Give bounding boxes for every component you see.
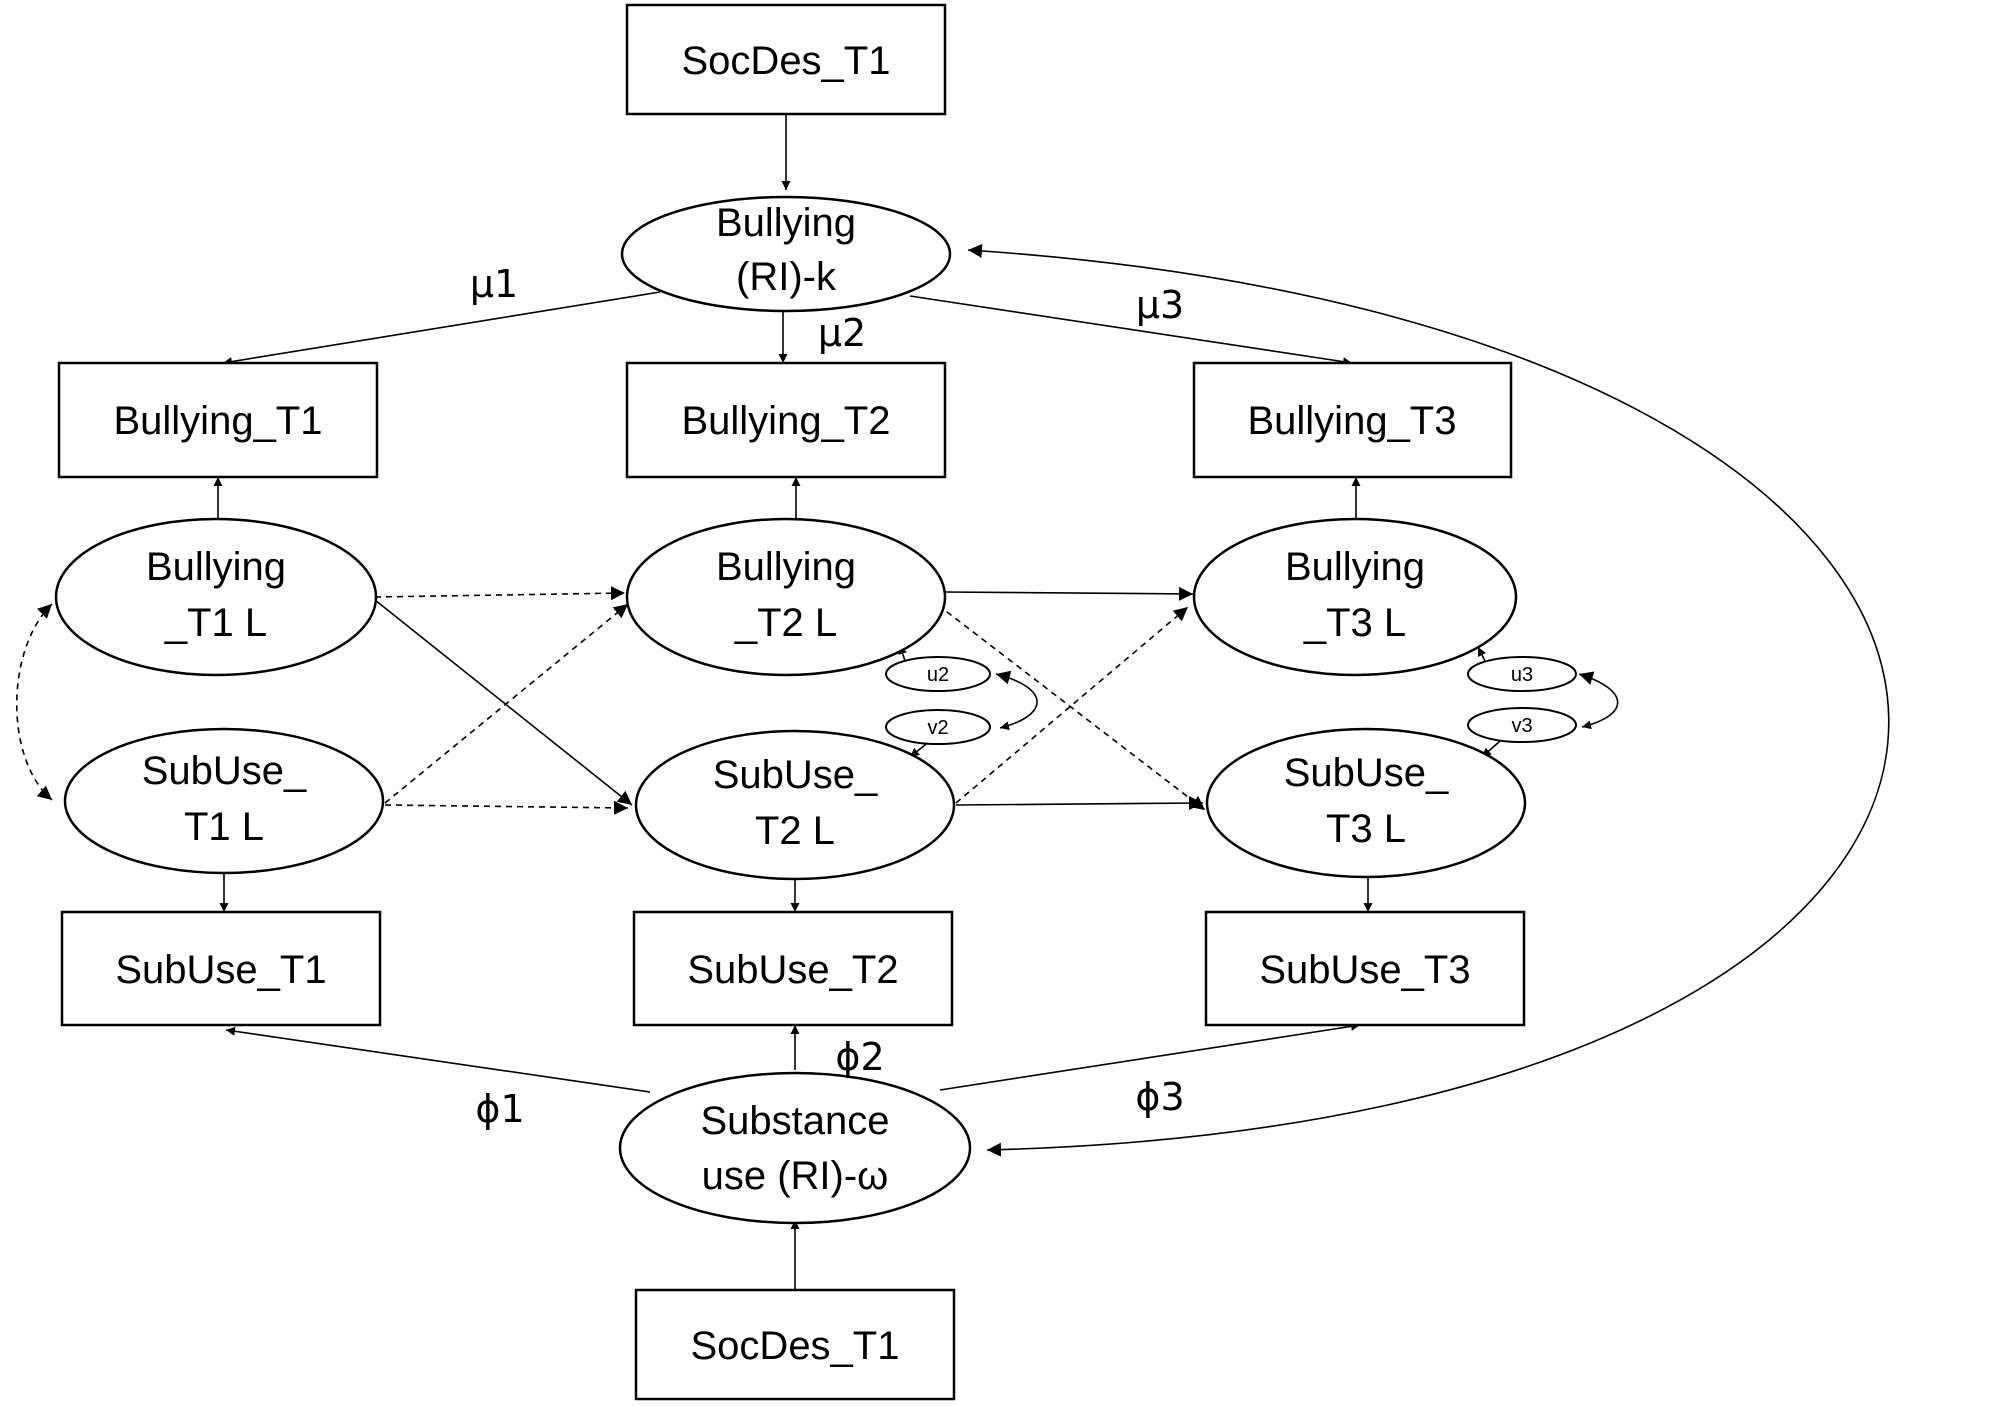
residual-u2: u2 [885, 656, 991, 692]
residual-u2-label: u2 [927, 664, 949, 686]
node-bullying-t2: Bullying_T2 [625, 361, 947, 479]
label-phi2: ϕ2 [835, 1035, 884, 1079]
edge-subuse-t2-to-t3 [955, 796, 1204, 811]
edge-bully-t1-to-subuse-t2 [374, 599, 633, 806]
edges [15, 114, 1890, 1290]
latent-nodes: Bullying (RI)-k Substance use (RI)-ω Bul… [54, 195, 1577, 1225]
residual-u3: u3 [1467, 656, 1577, 692]
node-subuse-t1-latent-line1: SubUse_ [142, 749, 307, 793]
node-socdes-bottom: SocDes_T1 [634, 1288, 956, 1401]
edge-mu1 [222, 291, 661, 366]
edge-subuse-t1-to-bully-t2 [384, 603, 629, 804]
node-subuse-t3-latent-line2: T3 L [1326, 807, 1406, 851]
node-subuse-t3-latent-line1: SubUse_ [1284, 751, 1449, 795]
node-bullying-t2-label: Bullying_T2 [681, 399, 890, 443]
node-subuse-t2-latent: SubUse_ T2 L [634, 729, 956, 881]
node-bullying-t3-latent-line2: _T3 L [1303, 601, 1406, 645]
node-subuse-t1-latent-line2: T1 L [184, 805, 264, 849]
residual-v2-label: v2 [927, 717, 948, 739]
node-bullying-ri-line1: Bullying [716, 201, 856, 245]
node-bullying-ri-line2: (RI)-k [736, 255, 837, 299]
node-bullying-t3-label: Bullying_T3 [1247, 399, 1456, 443]
node-bullying-t3-latent: Bullying _T3 L [1192, 517, 1518, 677]
edge-mu3 [909, 295, 1353, 367]
edge-subuse-t1-to-t2 [384, 800, 629, 815]
node-subuse-t1-label: SubUse_T1 [115, 948, 326, 992]
cov-ri [967, 243, 1890, 1157]
label-mu2: μ2 [818, 311, 866, 355]
node-bullying-t1-label: Bullying_T1 [113, 399, 322, 443]
node-subuse-t1-latent: SubUse_ T1 L [63, 727, 385, 875]
edge-phi3 [939, 1021, 1361, 1091]
node-subuse-t2-latent-line1: SubUse_ [713, 753, 878, 797]
label-mu1: μ1 [470, 262, 518, 306]
residual-v2: v2 [885, 709, 991, 745]
cov-t1 [15, 603, 53, 801]
node-bullying-t3-latent-line1: Bullying [1285, 545, 1425, 589]
node-socdes-bottom-label: SocDes_T1 [691, 1324, 900, 1368]
parameter-labels: μ1 μ2 μ3 ϕ1 ϕ2 ϕ3 [470, 262, 1185, 1131]
node-bullying-t2-latent: Bullying _T2 L [625, 517, 947, 677]
node-bullying-t2-latent-line1: Bullying [716, 545, 856, 589]
node-bullying-t1-latent-line2: _T1 L [164, 601, 267, 645]
node-bullying-t2-latent-line2: _T2 L [734, 601, 837, 645]
node-subuse-t1: SubUse_T1 [60, 910, 382, 1027]
node-bullying-ri: Bullying (RI)-k [620, 195, 952, 313]
residual-v3: v3 [1467, 707, 1577, 743]
label-phi3: ϕ3 [1135, 1075, 1184, 1119]
edge-u3-to-bully-t3l [1477, 646, 1487, 662]
node-bullying-t3: Bullying_T3 [1192, 361, 1513, 479]
node-subuse-t3: SubUse_T3 [1204, 910, 1526, 1027]
node-subuse-t3-label: SubUse_T3 [1259, 948, 1470, 992]
node-subuse-t2-label: SubUse_T2 [687, 948, 898, 992]
residual-v3-label: v3 [1511, 715, 1532, 737]
edge-bully-t1-to-t2 [374, 586, 626, 601]
node-bullying-t1-latent-line1: Bullying [146, 545, 286, 589]
residual-u3-label: u3 [1511, 664, 1533, 686]
node-substance-ri-line2: use (RI)-ω [702, 1154, 889, 1198]
cov-u2-v2 [995, 670, 1038, 731]
cov-u3-v3 [1578, 671, 1619, 730]
edge-bully-t2-to-t3 [943, 586, 1194, 601]
node-subuse-t3-latent: SubUse_ T3 L [1205, 727, 1527, 879]
label-mu3: μ3 [1136, 283, 1184, 327]
node-bullying-t1: Bullying_T1 [57, 361, 379, 479]
node-substance-ri-line1: Substance [700, 1099, 889, 1143]
observed-boxes: SocDes_T1 Bullying_T1 Bullying_T2 Bullyi… [57, 3, 1526, 1401]
node-substance-ri: Substance use (RI)-ω [618, 1071, 972, 1225]
node-subuse-t2: SubUse_T2 [632, 910, 954, 1027]
edge-bully-t2-to-subuse-t3 [937, 604, 1206, 811]
label-phi1: ϕ1 [475, 1087, 524, 1131]
edge-phi1 [225, 1026, 651, 1093]
edge-subuse-t2-to-bully-t3 [955, 606, 1189, 804]
node-bullying-t1-latent: Bullying _T1 L [54, 517, 378, 677]
node-socdes-top: SocDes_T1 [625, 3, 947, 116]
node-socdes-top-label: SocDes_T1 [682, 39, 891, 83]
node-subuse-t2-latent-line2: T2 L [755, 809, 835, 853]
